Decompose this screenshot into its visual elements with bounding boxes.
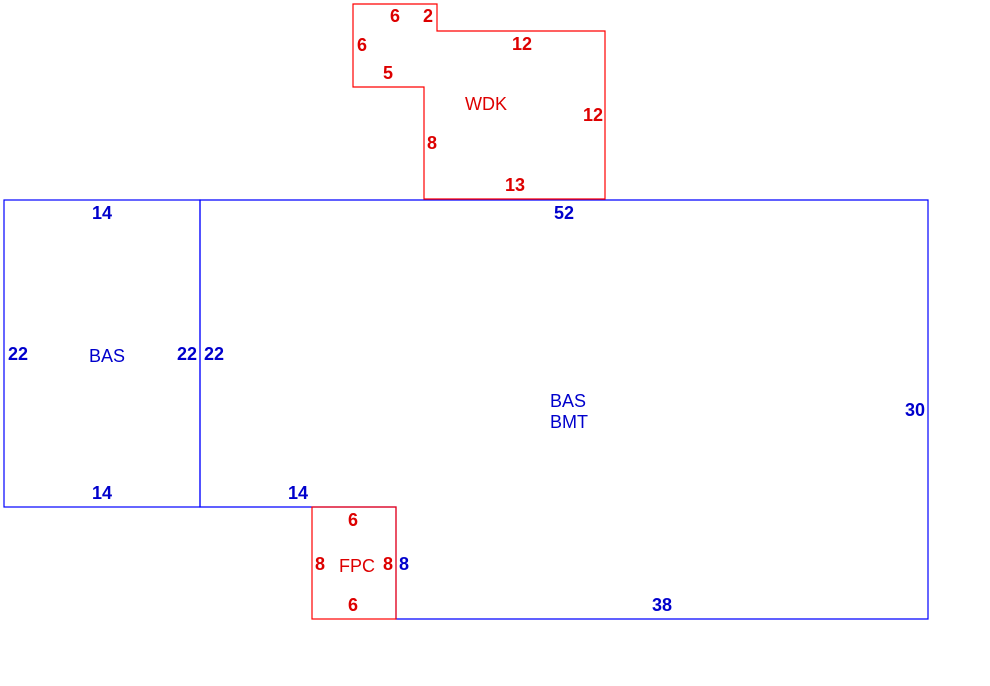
wdk-bottom-dim: 13 <box>505 175 525 195</box>
fpc-top-dim: 6 <box>348 510 358 530</box>
bas-left-top-dim: 14 <box>92 203 112 223</box>
wdk-left-b-dim: 8 <box>427 133 437 153</box>
wdk-right-dim: 12 <box>583 105 603 125</box>
bas-main-left-dim: 22 <box>204 344 224 364</box>
wdk-top-c-dim: 12 <box>512 34 532 54</box>
bas-left-bottom-dim: 14 <box>92 483 112 503</box>
fpc-left-dim: 8 <box>315 554 325 574</box>
fpc-outline <box>311 506 397 620</box>
fpc-label: FPC <box>339 556 375 576</box>
bas-main-bottom-left-dim: 14 <box>288 483 308 503</box>
wdk-outline <box>352 3 606 200</box>
bas-main-notch-dim: 8 <box>399 554 409 574</box>
wdk-top-b-dim: 2 <box>423 6 433 26</box>
fpc-bottom-dim: 6 <box>348 595 358 615</box>
bas-left-label: BAS <box>89 346 125 366</box>
wdk-label: WDK <box>465 94 507 114</box>
wdk-top-a-dim: 6 <box>390 6 400 26</box>
bas-main-label-bmt: BMT <box>550 412 588 432</box>
bas-main-top-dim: 52 <box>554 203 574 223</box>
wdk-left-a-dim: 6 <box>357 35 367 55</box>
bas-main-right-dim: 30 <box>905 400 925 420</box>
wdk-ledge-dim: 5 <box>383 63 393 83</box>
fpc-right-dim: 8 <box>383 554 393 574</box>
bas-main-bottom-right-dim: 38 <box>652 595 672 615</box>
bas-left-right-dim: 22 <box>177 344 197 364</box>
bas-left-left-dim: 22 <box>8 344 28 364</box>
bas-main-label-bas: BAS <box>550 391 586 411</box>
